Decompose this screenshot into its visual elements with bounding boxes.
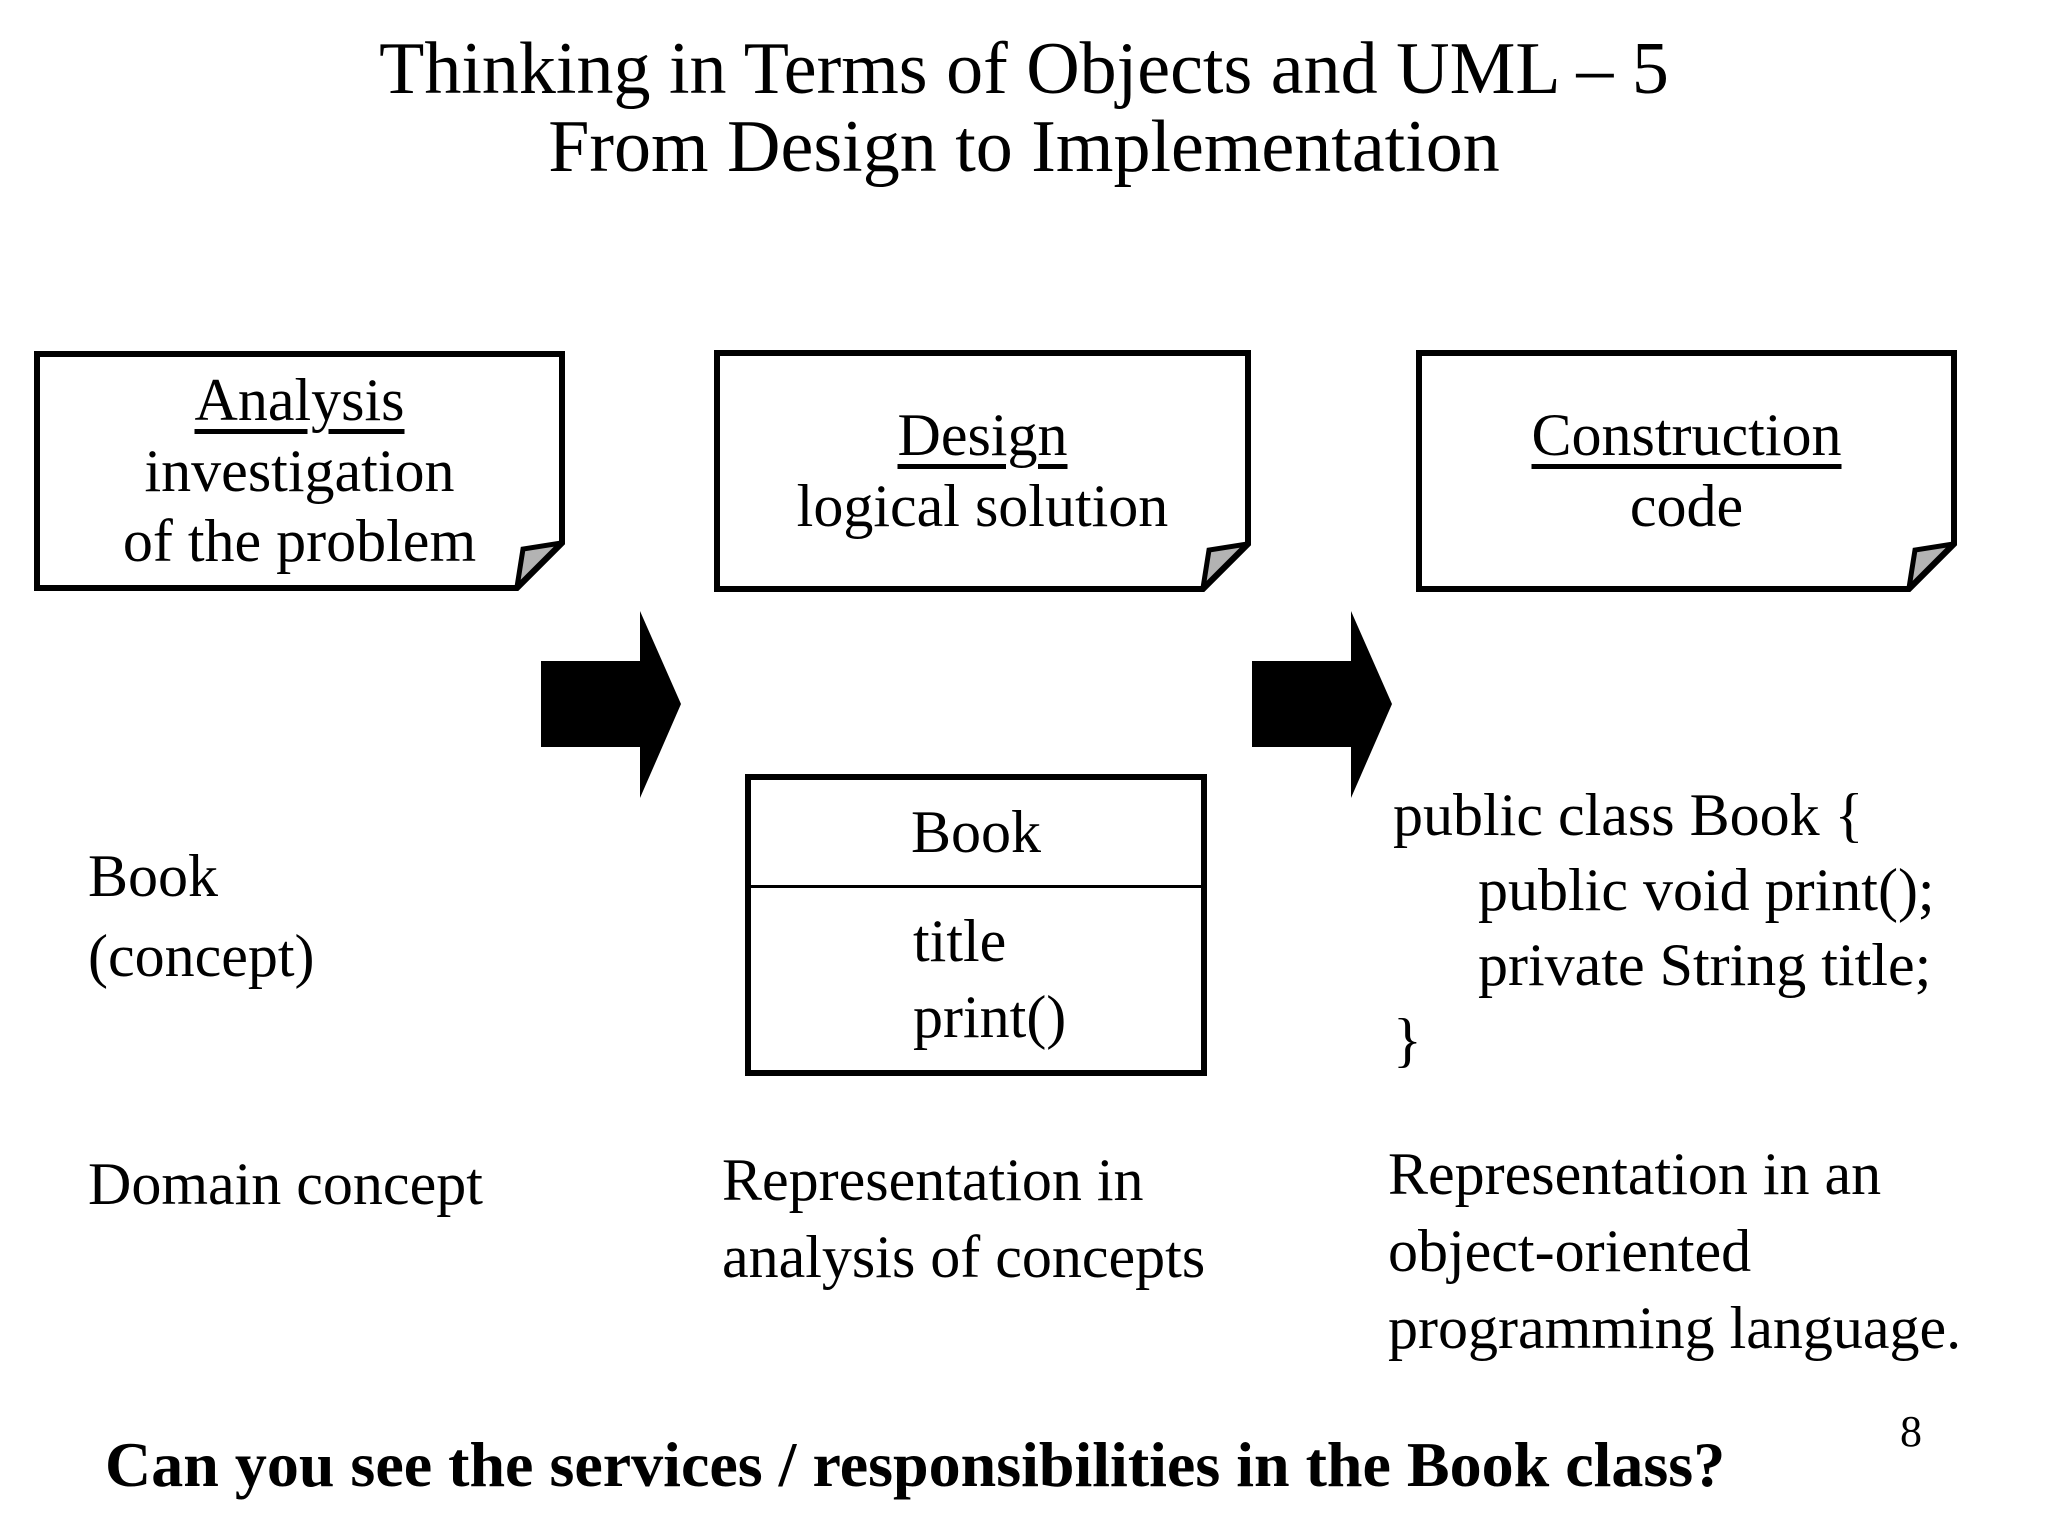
design-caption-line: analysis of concepts xyxy=(722,1223,1206,1290)
construction-heading: Construction xyxy=(1531,402,1842,469)
domain-example-line1: Book xyxy=(88,843,219,909)
note-fold-icon xyxy=(1905,540,1957,592)
analysis-line: of the problem xyxy=(122,508,477,575)
design-line: logical solution xyxy=(796,473,1169,539)
analysis-caption: Domain concept xyxy=(88,1146,483,1223)
construction-caption-line: Representation in an xyxy=(1388,1141,1882,1207)
slide-title-line2: From Design to Implementation xyxy=(548,106,1500,189)
question-text: Can you see the services / responsibilit… xyxy=(105,1429,1726,1500)
code-line: public class Book { xyxy=(1393,782,1864,848)
slide-title-line1: Thinking in Terms of Objects and UML – 5 xyxy=(379,28,1669,110)
analysis-line: investigation xyxy=(144,437,455,504)
code-line: private String title; xyxy=(1478,932,1932,998)
page-number: 8 xyxy=(1900,1407,1922,1456)
flow-arrow-analysis-to-design-icon xyxy=(541,611,681,798)
uml-class-name: Book xyxy=(751,780,1201,888)
construction-caption-line: object-oriented xyxy=(1388,1217,1752,1284)
design-caption-line: Representation in xyxy=(722,1147,1144,1213)
uml-operation: print() xyxy=(913,983,1067,1050)
analysis-heading: Analysis xyxy=(194,366,405,433)
flow-arrow-design-to-construction-icon xyxy=(1252,611,1392,798)
domain-example-line2: (concept) xyxy=(88,923,315,990)
uml-class-box: Book title print() xyxy=(745,774,1207,1076)
domain-example-label: Book (concept) xyxy=(88,836,315,997)
note-shape-icon xyxy=(34,351,565,591)
uml-attribute: title xyxy=(913,908,1007,974)
analysis-caption-line: Domain concept xyxy=(88,1151,483,1217)
construction-caption-line: programming language. xyxy=(1388,1294,1962,1361)
note-shape-icon xyxy=(714,350,1251,592)
code-line: } xyxy=(1393,1007,1422,1073)
uml-class-members: title print() xyxy=(751,888,1201,1055)
design-note-text: Design logical solution xyxy=(714,350,1251,592)
slide-title: Thinking in Terms of Objects and UML – 5… xyxy=(0,30,2048,187)
design-heading: Design xyxy=(897,402,1068,469)
analysis-note-text: Analysis investigation of the problem xyxy=(34,351,565,591)
construction-line: code xyxy=(1629,473,1744,539)
note-fold-icon xyxy=(1199,540,1251,592)
construction-note-text: Construction code xyxy=(1416,350,1957,592)
construction-note-box: Construction code xyxy=(1416,350,1957,592)
design-caption: Representation in analysis of concepts xyxy=(722,1142,1205,1296)
note-fold-icon xyxy=(513,539,565,591)
analysis-note-box: Analysis investigation of the problem xyxy=(34,351,565,591)
construction-caption: Representation in an object-oriented pro… xyxy=(1388,1136,1961,1366)
design-note-box: Design logical solution xyxy=(714,350,1251,592)
code-line: public void print(); xyxy=(1478,857,1935,923)
note-shape-icon xyxy=(1416,350,1957,592)
code-block: public class Book { public void print();… xyxy=(1393,778,1935,1078)
